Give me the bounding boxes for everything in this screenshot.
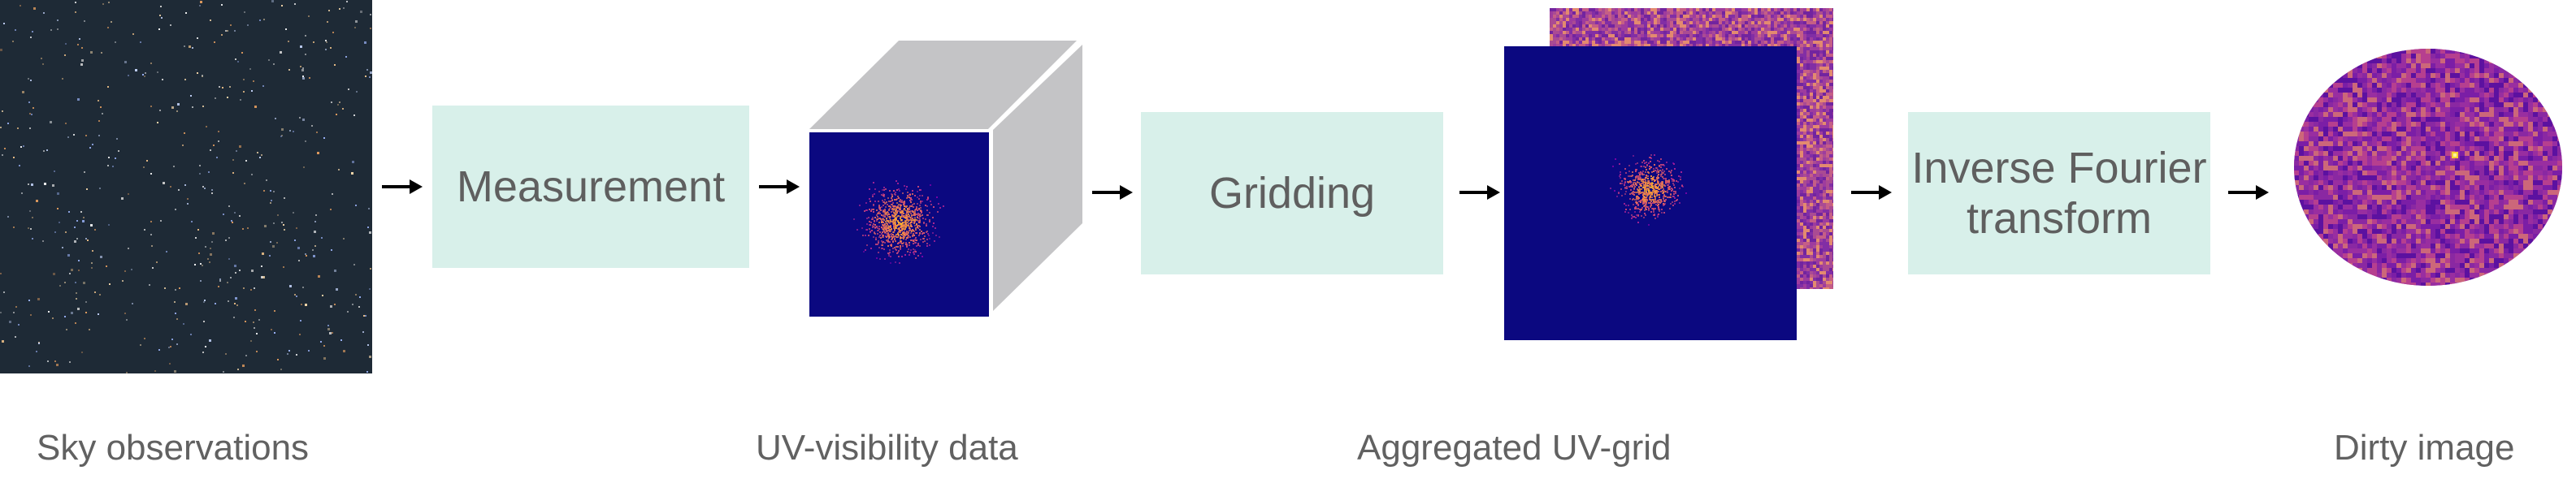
arrow-right-icon xyxy=(1092,183,1133,202)
measurement-label: Measurement xyxy=(456,162,726,211)
arrow-right-icon xyxy=(1459,183,1500,202)
label-dirty-image: Dirty image xyxy=(2334,428,2515,468)
gridding-box: Gridding xyxy=(1141,112,1443,274)
arrow-right-icon xyxy=(382,177,423,196)
label-aggregated-uv-grid: Aggregated UV-grid xyxy=(1357,428,1672,468)
uv-scatter-face xyxy=(809,132,989,317)
measurement-box: Measurement xyxy=(432,106,749,268)
uv-grid-amplitude-layer xyxy=(1504,46,1797,340)
inverse-fourier-box: Inverse Fourier transform xyxy=(1908,112,2210,274)
cube-faces xyxy=(809,41,1082,311)
arrow-right-icon xyxy=(1851,183,1892,202)
label-uv-visibility-data: UV-visibility data xyxy=(756,428,1018,468)
uv-visibility-cube xyxy=(804,37,1089,321)
ift-label-line1: Inverse Fourier xyxy=(1911,144,2207,192)
label-sky-observations: Sky observations xyxy=(37,428,310,468)
star-field xyxy=(0,0,372,373)
ift-label-line2: transform xyxy=(1966,194,2153,243)
dirty-image xyxy=(2294,49,2562,286)
arrow-right-icon xyxy=(759,177,800,196)
sky-observations-image xyxy=(0,0,372,373)
gridding-label: Gridding xyxy=(1208,169,1376,218)
arrow-right-icon xyxy=(2228,183,2269,202)
